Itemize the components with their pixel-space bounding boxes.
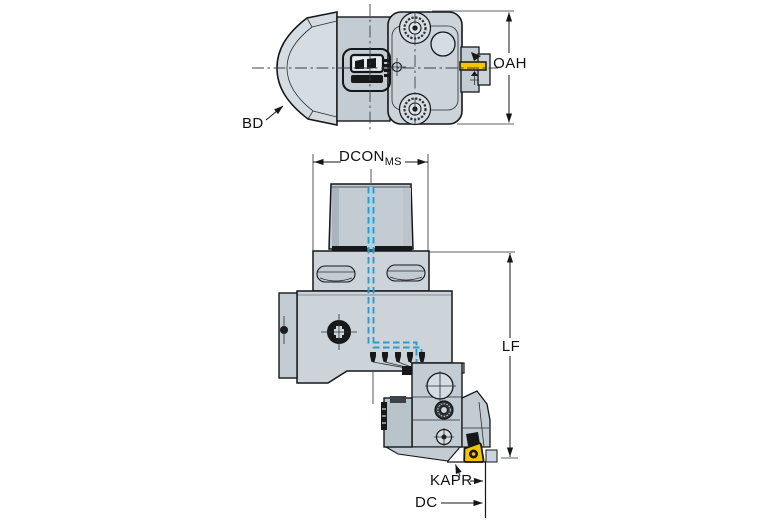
insert-wedge: [466, 432, 480, 446]
top-view: [252, 4, 514, 133]
oah-dimension: [432, 10, 514, 125]
nozzle-icon: [382, 352, 388, 362]
dim-label-lf: LF: [501, 338, 521, 355]
flange-slot-left: [316, 265, 356, 283]
screw-boss-bottom: [398, 92, 432, 126]
insert-clamp: [461, 390, 491, 448]
insert-head-top-view: [459, 46, 491, 93]
clamp-mechanism: [342, 48, 391, 92]
knurled-screw: [434, 400, 454, 420]
flange-slot-right: [386, 264, 426, 282]
dim-label-dcon: DCONMS: [339, 148, 402, 169]
clamp-screw-mark-top-view: [471, 71, 478, 76]
dim-label-dc: DC: [415, 494, 438, 511]
kapr-leader: [455, 464, 484, 485]
nozzle-icon: [407, 352, 413, 362]
flange: [312, 250, 430, 292]
dim-label-oah: OAH: [493, 55, 527, 72]
main-body: [278, 290, 465, 404]
dcon-dimension: [312, 154, 429, 251]
bd-leader: [265, 105, 284, 121]
front-view: [278, 154, 518, 518]
dcon-text: DCON: [339, 148, 385, 165]
clamp-screw: [434, 428, 454, 446]
shank-arc: [276, 11, 338, 126]
adjustment-knob: [321, 314, 357, 350]
head-underside: [383, 446, 462, 462]
body-left-strip: [278, 292, 298, 379]
lf-dimension: [429, 251, 518, 459]
cutting-head: [381, 362, 498, 463]
pocket-step: [485, 449, 498, 463]
nozzle-icon: [370, 352, 376, 362]
pin-circle-top-view: [430, 31, 456, 57]
head-bore-circle: [425, 371, 456, 401]
dim-label-kapr: KAPR: [430, 472, 473, 489]
nozzle-icon: [419, 352, 425, 362]
nozzle-icon: [395, 352, 401, 362]
insert-edge-top-view: [459, 61, 487, 71]
dim-label-bd: BD: [242, 115, 264, 132]
dcon-subscript: MS: [384, 156, 402, 168]
head-left-block: [383, 397, 413, 448]
black-wedge-top-view: [471, 52, 481, 61]
